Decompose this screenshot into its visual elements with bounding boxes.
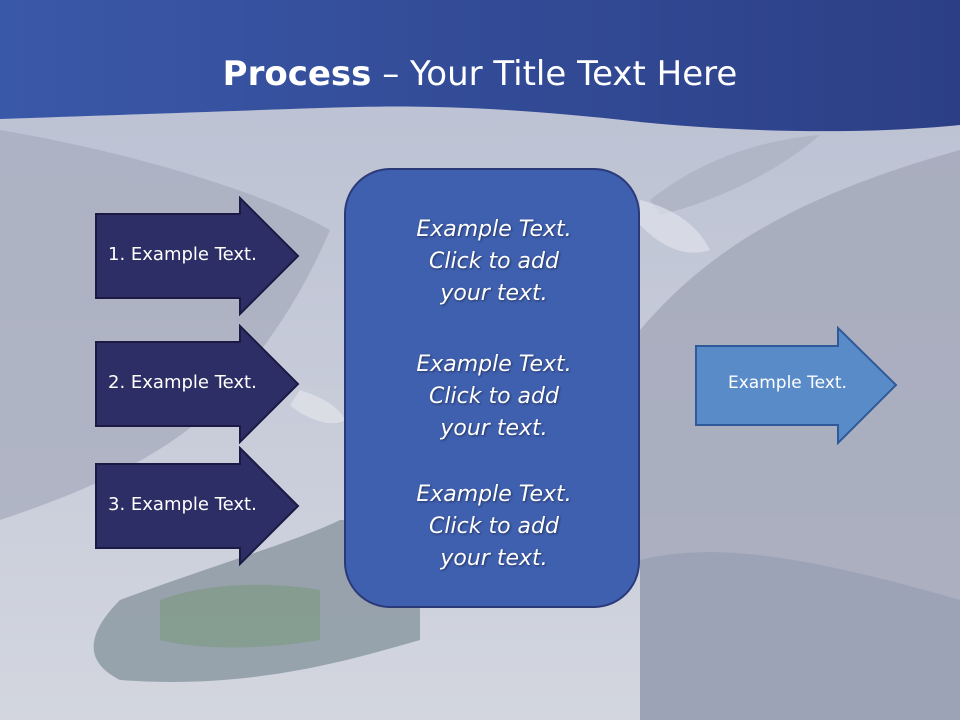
right-arrow-shape [695, 326, 898, 446]
title-separator: – [371, 54, 411, 94]
left-arrow-3[interactable]: 3. Example Text. [94, 446, 300, 568]
center-text-line: your text. [440, 546, 548, 571]
center-text-line: your text. [440, 281, 548, 306]
center-text-block-1: Example Text. Click to add your text. [346, 214, 642, 310]
left-arrow-2-label: 2. Example Text. [108, 372, 257, 393]
title-rest: Your Title Text Here [410, 54, 738, 94]
center-text-line: Example Text. [416, 482, 572, 507]
center-text-line: Click to add [429, 384, 559, 409]
left-arrow-2-shape [95, 324, 300, 445]
center-text-line: Example Text. [416, 217, 572, 242]
title-bold: Process [222, 54, 372, 94]
center-text-block-2: Example Text. Click to add your text. [346, 349, 642, 445]
page-title: Process – Your Title Text Here [0, 52, 960, 96]
left-arrow-1-label: 1. Example Text. [108, 244, 257, 265]
right-arrow[interactable]: Example Text. [694, 326, 900, 446]
center-text-line: Click to add [429, 514, 559, 539]
center-text-line: Click to add [429, 249, 559, 274]
center-text-line: Example Text. [416, 352, 572, 377]
center-text-line: your text. [440, 416, 548, 441]
center-process-box[interactable]: Example Text. Click to add your text. Ex… [344, 168, 640, 608]
left-arrow-1[interactable]: 1. Example Text. [94, 196, 300, 318]
left-arrow-3-label: 3. Example Text. [108, 494, 257, 515]
left-arrow-3-shape [95, 446, 300, 567]
right-arrow-label: Example Text. [728, 373, 847, 393]
center-text-block-3: Example Text. Click to add your text. [346, 479, 642, 575]
left-arrow-2[interactable]: 2. Example Text. [94, 324, 300, 446]
left-arrow-1-shape [95, 196, 300, 317]
